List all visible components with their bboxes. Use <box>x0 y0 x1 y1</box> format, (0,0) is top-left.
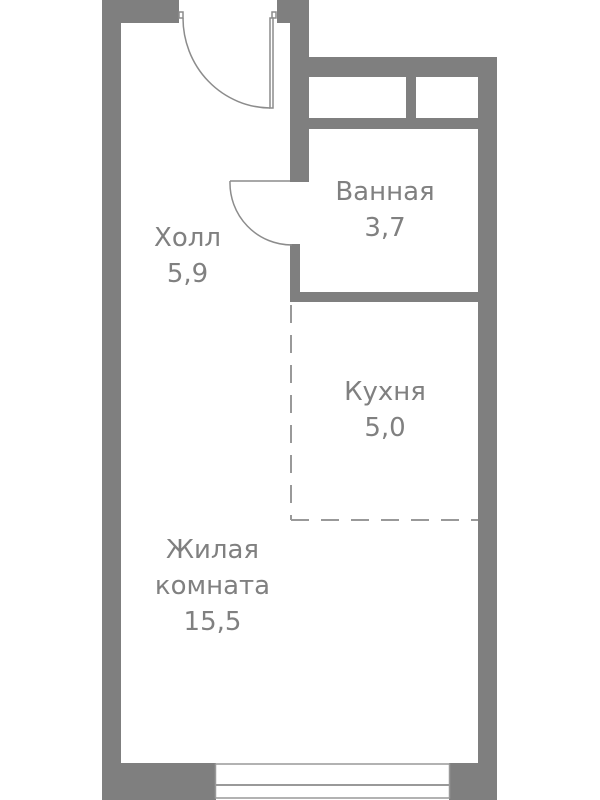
room-name-line1: Жилая <box>165 535 260 565</box>
door-leaf <box>269 17 274 109</box>
entrance-door <box>178 11 277 109</box>
room-name: Кухня <box>344 377 426 407</box>
room-name-line2: комната <box>154 571 271 601</box>
room-area: 5,0 <box>364 413 406 443</box>
wall-shaft-divider <box>406 77 416 119</box>
wall-bottom-left <box>102 763 216 800</box>
room-label-living: Жилая комната 15,5 <box>145 532 280 640</box>
wall-top-left <box>102 0 179 23</box>
bath-door-swing-arc <box>229 180 293 246</box>
window <box>214 763 451 799</box>
wall-bath-top <box>300 118 478 129</box>
wall-right <box>478 57 497 800</box>
room-area: 5,9 <box>166 259 209 289</box>
wall-bottom-right <box>449 763 497 800</box>
wall-left <box>102 0 121 800</box>
door-hinge-right <box>271 11 277 19</box>
wall-bath-left-lower <box>290 244 300 300</box>
wall-bath-left-upper <box>290 118 300 182</box>
door-hinge-left <box>178 11 184 19</box>
room-label-bathroom: Ванная 3,7 <box>320 174 450 246</box>
wall-bath-bottom <box>290 292 478 302</box>
window-frame <box>214 763 451 799</box>
kitchen-boundary <box>290 305 478 521</box>
room-name: Ванная <box>335 177 435 207</box>
door-swing-arc <box>182 17 271 109</box>
room-label-hall: Холл 5,9 <box>140 220 235 292</box>
room-label-kitchen: Кухня 5,0 <box>330 374 440 446</box>
room-area: 3,7 <box>364 213 406 243</box>
bathroom-door <box>229 180 293 246</box>
wall-shaft-top <box>290 57 497 77</box>
walls <box>102 0 497 800</box>
room-name: Холл <box>154 223 221 253</box>
room-area: 15,5 <box>183 607 242 637</box>
